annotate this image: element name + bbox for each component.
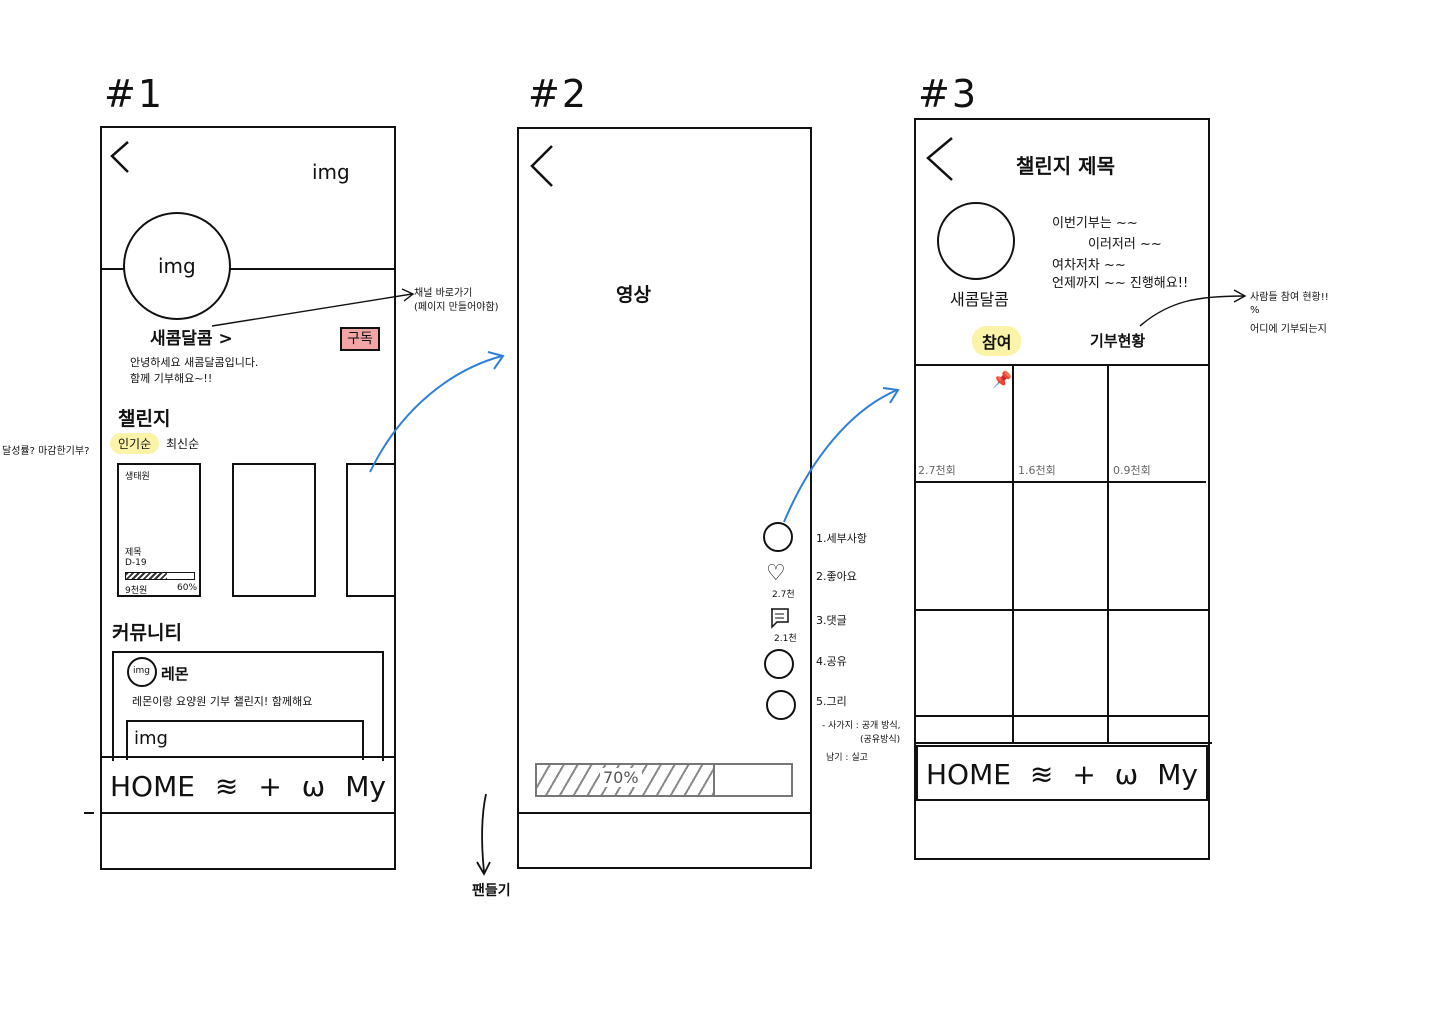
grid-line [916,742,1212,744]
card-progress-bar [125,572,195,580]
community-section-title: 커뮤니티 [112,622,182,644]
action-label-more: 5.그리 [816,695,847,708]
bottom-nav-frame [100,756,396,814]
grid-line [916,481,1206,483]
grid-line [1107,364,1109,744]
grid-line [916,609,1208,611]
stray-mark [84,812,94,814]
card-percent: 60% [177,583,198,593]
action-label-details: 1.세부사항 [816,532,867,545]
challenge-desc-4: 언제까지 ~~ 진행해요!! [1052,276,1189,291]
more-note-2: (공유방식) [860,735,901,745]
status-note-3: 어디에 기부되는지 [1250,324,1327,335]
challenge-card[interactable] [232,463,316,597]
challenge-title: 챌린지 제목 [1016,154,1115,178]
challenge-section-title: 챌린지 [118,408,171,430]
grid-line [916,715,1208,717]
details-button[interactable] [763,522,793,552]
post-text: 레몬이랑 요양원 기부 챌린지! 함께해요 [132,695,313,708]
sort-latest-tab[interactable]: 최신순 [166,437,200,451]
creator-avatar [937,202,1015,280]
tab-join[interactable]: 참여 [972,326,1022,356]
challenge-card[interactable] [346,463,394,597]
post-avatar [127,657,157,687]
donation-progress-bar [535,763,793,797]
card-progress-fill [126,573,167,579]
nav-add-icon[interactable]: + [1072,757,1096,791]
back-chevron-icon[interactable] [924,136,956,184]
bottom-nav: HOME ≋ + ω My [920,748,1204,800]
post-author: 레몬 [161,665,189,683]
challenge-desc-2: 이러저러 ~~ [1088,237,1162,252]
channel-note-1: 채널 바로가기 [414,288,473,299]
header-divider [102,268,394,270]
grid-view-count: 2.7천회 [918,464,956,477]
grid-view-count: 1.6천회 [1018,464,1056,477]
screen-3-frame [914,118,1210,860]
more-note-1: - 사가지 : 공개 방식, [822,721,901,731]
card-tag: 생태원 [125,472,150,482]
comment-icon[interactable] [768,606,792,630]
post-image [126,720,364,760]
tabs-divider [916,364,1208,366]
bottom-nav: HOME ≋ + ω My [104,760,392,812]
heart-icon[interactable]: ♡ [766,561,786,586]
grid-line [1012,364,1014,744]
nav-home[interactable]: HOME [110,769,195,803]
action-label-like: 2.좋아요 [816,570,857,583]
sort-note: 달성률? 마감한기부? [2,446,90,457]
card-amount: 9천원 [125,586,148,596]
nav-activity-icon[interactable]: ω [301,769,326,803]
more-button[interactable] [766,690,796,720]
nav-feed-icon[interactable]: ≋ [1029,757,1054,791]
screen-1-frame [100,126,396,870]
challenge-desc-1: 이번기부는 ~~ [1052,216,1138,231]
like-count: 2.7천 [772,590,795,600]
action-label-comment: 3.댓글 [816,614,847,627]
comment-count: 2.1천 [774,634,797,644]
challenge-desc-3: 여차저차 ~~ [1052,258,1126,273]
header-image-placeholder: img [312,160,350,184]
grid-view-count: 0.9천회 [1113,464,1151,477]
status-note-2: % [1250,305,1260,316]
donation-progress-label: 70% [600,768,642,787]
pin-icon: 📌 [992,370,1012,389]
screen-2-heading: #2 [528,72,589,116]
post-image-label: img [134,728,168,749]
nav-activity-icon[interactable]: ω [1114,757,1139,791]
more-note-3: 남기 : 실고 [826,753,868,763]
status-note-1: 사람들 참여 현황!! [1250,292,1329,303]
back-chevron-icon[interactable] [528,144,556,190]
profile-avatar-label: img [158,254,196,278]
back-chevron-icon[interactable] [108,140,132,174]
nav-feed-icon[interactable]: ≋ [214,769,239,803]
swipe-note: 팬들기 [472,883,511,899]
intro-line-1: 안녕하세요 새콤달콤입니다. [130,356,259,369]
card-dday: D-19 [125,558,147,568]
channel-name-link[interactable]: 새콤달콤 > [150,329,233,349]
community-post[interactable] [112,651,384,761]
nav-add-icon[interactable]: + [258,769,282,803]
screen-3-heading: #3 [918,72,979,116]
card-title: 제목 [125,548,142,558]
screen-2-nav-divider [519,812,810,814]
tab-donation-status[interactable]: 기부현황 [1090,332,1146,350]
nav-home[interactable]: HOME [926,757,1011,791]
screen-1-heading: #1 [104,72,165,116]
sort-popular-tab[interactable]: 인기순 [110,433,160,454]
post-avatar-label: img [133,666,150,676]
share-button[interactable] [764,649,794,679]
screen-2-frame [517,127,812,869]
action-label-share: 4.공유 [816,655,847,668]
creator-name[interactable]: 새콤달콤 [950,290,1009,309]
intro-line-2: 함께 기부해요~!! [130,372,213,385]
swipe-down-arrow-icon [476,793,491,876]
nav-my[interactable]: My [345,769,386,803]
challenge-card[interactable]: 생태원 제목 D-19 9천원 60% [117,463,201,597]
subscribe-button[interactable]: 구독 [340,327,380,351]
nav-my[interactable]: My [1157,757,1198,791]
channel-note-2: (페이지 만들어야함) [414,302,499,313]
video-placeholder: 영상 [616,284,651,306]
bottom-nav-frame [916,745,1208,801]
